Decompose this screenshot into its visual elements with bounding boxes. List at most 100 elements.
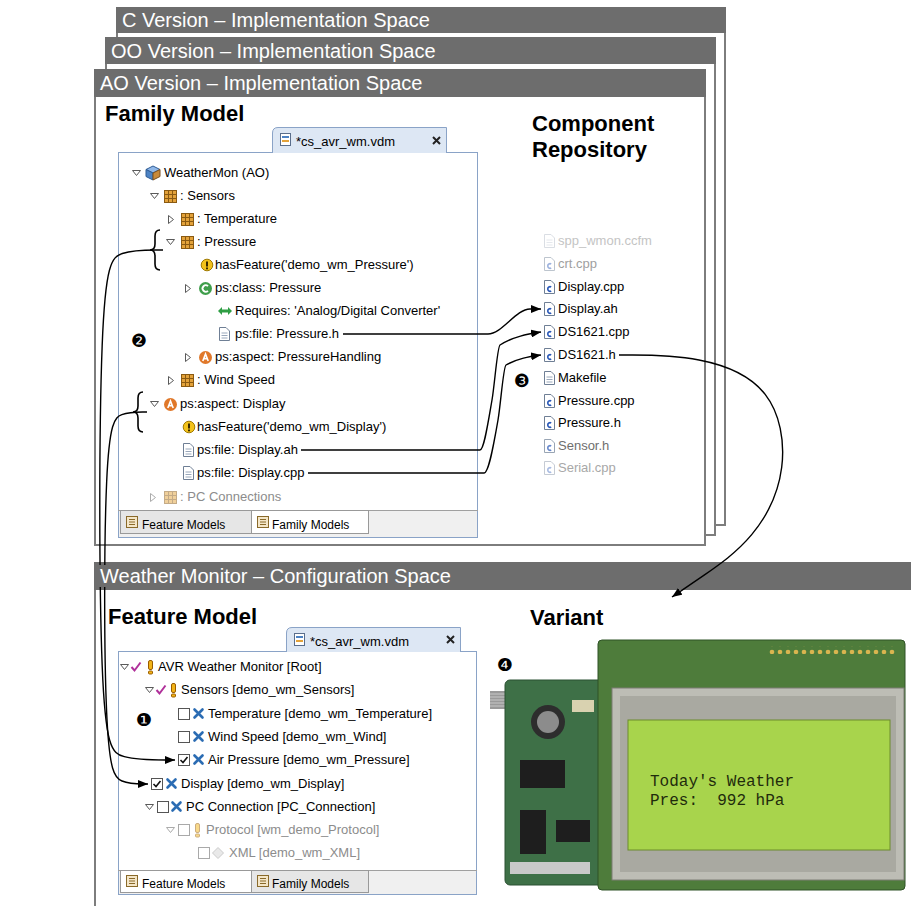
feature-tree-item: Temperature [demo_wm_Temperature] bbox=[175, 703, 435, 725]
c-panel-bar bbox=[116, 7, 726, 33]
lcd-board bbox=[598, 640, 905, 890]
callout-number: ❷ bbox=[131, 330, 147, 351]
feature-tree-item: Protocol [wm_demo_Protocol] bbox=[163, 819, 383, 841]
item-label: PC Connection [PC_Connection] bbox=[186, 799, 375, 814]
item-label: ps:class: Pressure bbox=[215, 280, 321, 295]
family-tree-item: hasFeature('demo_wm_Display') bbox=[180, 416, 390, 438]
family-tree-item: ps:class: Pressure bbox=[182, 277, 325, 299]
file-icon bbox=[545, 281, 555, 294]
item-label: ps:file: Display.cpp bbox=[197, 465, 304, 480]
component-icon bbox=[182, 237, 194, 249]
chip bbox=[520, 810, 546, 854]
text-holder: Today's Weather bbox=[650, 772, 794, 791]
view-tab-icon bbox=[258, 876, 269, 887]
expander bbox=[167, 828, 175, 833]
connector bbox=[510, 862, 590, 874]
close-icon bbox=[447, 636, 454, 643]
file-icon bbox=[545, 303, 555, 316]
repository-file: Pressure.h bbox=[541, 412, 624, 434]
battery bbox=[531, 705, 565, 739]
window-frame bbox=[119, 153, 478, 538]
optional-icon bbox=[173, 803, 181, 811]
item-label: Temperature [demo_wm_Temperature] bbox=[208, 706, 432, 721]
item-label: DS1621.cpp bbox=[558, 324, 630, 339]
repository-file: Display.cpp bbox=[541, 276, 628, 298]
text-holder: C Version – Implementation Space bbox=[122, 8, 430, 32]
panel-title: AO Version – Implementation Space bbox=[100, 72, 422, 94]
alternative-icon bbox=[213, 848, 224, 859]
component-icon bbox=[165, 191, 177, 203]
file-icon bbox=[545, 440, 555, 453]
feature-tree-item: PC Connection [PC_Connection] bbox=[142, 796, 379, 818]
family-tree-item: : PC Connections bbox=[147, 486, 285, 508]
item-label: Pressure.h bbox=[558, 415, 621, 430]
item-label: Sensor.h bbox=[558, 438, 609, 453]
lcd-bezel-inner bbox=[620, 696, 896, 872]
item-label: : PC Connections bbox=[180, 489, 281, 504]
aspect-icon bbox=[164, 398, 177, 411]
file-icon bbox=[184, 444, 194, 457]
text-holder: Component Repository bbox=[532, 111, 707, 163]
view-tab-icon bbox=[127, 876, 138, 887]
item-label: Air Pressure [demo_wm_Pressure] bbox=[208, 752, 410, 767]
text-holder: *cs_avr_wm.vdm bbox=[296, 132, 395, 150]
checkbox-checked bbox=[179, 755, 190, 766]
component-icon bbox=[165, 492, 177, 504]
crystal bbox=[572, 700, 594, 712]
mandatory-icon bbox=[172, 684, 176, 698]
item-label: Sensors [demo_wm_Sensors] bbox=[181, 682, 354, 697]
selected-tick bbox=[157, 686, 166, 694]
view-tab bbox=[121, 871, 252, 893]
feature-model-window bbox=[118, 628, 477, 895]
family-model-window bbox=[118, 128, 478, 538]
view-tab bbox=[252, 511, 369, 534]
window-heading: Variant bbox=[530, 605, 603, 630]
editor-tab-label: *cs_avr_wm.vdm bbox=[310, 634, 409, 649]
battery bbox=[537, 711, 559, 733]
lcd-bezel bbox=[612, 688, 904, 880]
callout-number: ❶ bbox=[136, 709, 152, 730]
panel-title: OO Version – Implementation Space bbox=[111, 40, 436, 62]
family-tree-item: : Wind Speed bbox=[165, 369, 279, 391]
item-label: ps:file: Display.ah bbox=[197, 442, 298, 457]
family-tree-item: : Pressure bbox=[163, 231, 260, 253]
chip bbox=[556, 820, 590, 842]
item-label: Serial.cpp bbox=[558, 460, 616, 475]
expander bbox=[151, 194, 159, 199]
selected-tick bbox=[132, 663, 141, 671]
view-tab-strip bbox=[119, 870, 476, 894]
text-holder: ❶ bbox=[136, 710, 152, 730]
expander bbox=[167, 240, 175, 245]
file-icon bbox=[545, 395, 555, 408]
family-tree-item: ps:aspect: Display bbox=[147, 393, 289, 415]
item-label: Wind Speed [demo_wm_Wind] bbox=[208, 729, 386, 744]
family-tree-item: ps:file: Display.cpp bbox=[180, 462, 308, 484]
checkbox bbox=[179, 825, 190, 836]
window-heading: Family Model bbox=[105, 101, 244, 126]
file-icon bbox=[545, 258, 555, 271]
file-icon bbox=[545, 462, 555, 475]
family-tree-item: hasFeature('demo_wm_Pressure') bbox=[198, 254, 417, 276]
view-tab-label: Family Models bbox=[272, 877, 349, 891]
item-label: Makefile bbox=[558, 370, 606, 385]
checkbox bbox=[158, 802, 169, 813]
expander bbox=[146, 688, 154, 693]
repository-file: spp_wmon.ccfm bbox=[541, 230, 655, 252]
tab-icon bbox=[281, 134, 291, 146]
configuration-band: AVR Weather Monitor [Root]Sensors [demo_… bbox=[95, 562, 911, 906]
view-tab bbox=[121, 511, 252, 534]
connector-arrow bbox=[619, 355, 783, 597]
relation-icon bbox=[218, 307, 232, 315]
repository-file: crt.cpp bbox=[541, 253, 601, 275]
view-tab-icon bbox=[258, 517, 269, 528]
checkbox bbox=[179, 709, 190, 720]
lcd-screen bbox=[628, 720, 890, 850]
file-icon bbox=[545, 235, 555, 248]
text-holder: AO Version – Implementation Space bbox=[100, 71, 422, 95]
tool-window: AVR Weather Monitor [Root]Sensors [demo_… bbox=[118, 627, 477, 895]
item-label: DS1621.h bbox=[558, 347, 616, 362]
model-icon bbox=[146, 166, 160, 180]
